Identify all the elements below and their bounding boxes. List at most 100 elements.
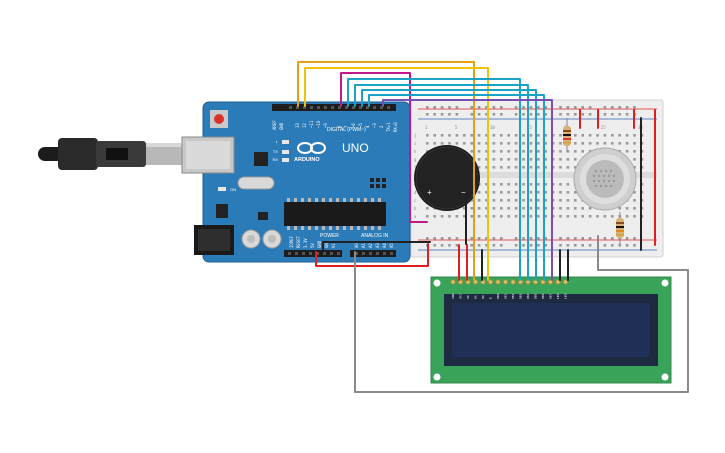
rail-hole — [529, 106, 533, 109]
rail-hole — [440, 244, 444, 247]
rail-hole — [500, 244, 503, 247]
digital-pin-label: 7 — [344, 125, 349, 128]
breadboard-hole — [500, 150, 503, 153]
rail-hole — [633, 244, 636, 247]
analog-label: ANALOG IN — [361, 233, 389, 239]
breadboard-hole — [544, 142, 547, 145]
digital-pin-label: RX◂0 — [393, 122, 398, 132]
rail-hole — [559, 244, 562, 247]
power-pin-label: RESET — [296, 235, 301, 248]
breadboard-hole — [544, 191, 547, 194]
tx-label: TX — [273, 149, 278, 154]
breadboard-hole — [500, 199, 503, 202]
breadboard-hole — [477, 166, 481, 169]
breadboard-hole — [566, 191, 570, 194]
row-letter: d — [414, 190, 417, 195]
rail-hole — [433, 237, 436, 240]
breadboard-hole — [463, 215, 466, 218]
rail-hole — [574, 237, 577, 240]
rail-hole — [477, 113, 481, 116]
breadboard-hole — [492, 150, 496, 153]
row-letter: c — [414, 198, 417, 203]
breadboard-hole — [492, 142, 496, 145]
lcd-pin — [555, 279, 561, 285]
analog-header — [350, 250, 396, 257]
digital-pin-label: ~10 — [316, 120, 321, 128]
breadboard-hole — [485, 191, 488, 194]
breadboard-hole — [507, 199, 510, 202]
breadboard-hole — [514, 142, 518, 145]
breadboard-hole — [470, 142, 473, 145]
rail-hole — [611, 244, 614, 247]
resistor-bottom — [616, 212, 624, 246]
rail-hole — [559, 106, 562, 109]
breadboard-hole — [507, 142, 510, 145]
breadboard-hole — [551, 215, 555, 218]
breadboard-hole — [514, 191, 518, 194]
rail-hole — [455, 244, 459, 247]
breadboard-hole — [566, 183, 570, 186]
breadboard-hole — [514, 158, 518, 161]
analog-pin-label: A4 — [382, 243, 387, 248]
aref-label: AREF — [272, 120, 277, 130]
breadboard-hole — [581, 207, 584, 210]
breadboard-hole — [455, 215, 459, 218]
l-label: L — [276, 139, 279, 144]
breadboard-hole — [596, 134, 599, 137]
rail-hole — [529, 237, 533, 240]
power-pin-label: Vin — [331, 240, 336, 248]
rail-hole — [537, 244, 540, 247]
breadboard-hole — [477, 207, 481, 210]
breadboard-hole — [633, 134, 636, 137]
breadboard-hole — [507, 134, 510, 137]
rail-hole — [588, 113, 592, 116]
rail-hole — [426, 106, 429, 109]
resistor-top — [563, 118, 571, 152]
breadboard-hole — [581, 215, 584, 218]
digital-pin-label: ~5 — [358, 123, 363, 128]
breadboard-hole — [581, 150, 584, 153]
breadboard-hole — [485, 199, 488, 202]
breadboard-hole — [611, 215, 614, 218]
analog-pin-label: A0 — [354, 243, 359, 248]
breadboard-hole — [544, 207, 547, 210]
rail-hole — [440, 237, 444, 240]
digital-pin-label: ~3 — [372, 123, 377, 128]
breadboard-hole — [426, 150, 429, 153]
rail-hole — [426, 237, 429, 240]
breadboard-hole — [507, 150, 510, 153]
rail-hole — [477, 237, 481, 240]
breadboard-hole — [551, 142, 555, 145]
lcd-pin — [495, 279, 501, 285]
breadboard-hole — [574, 215, 577, 218]
rail-hole — [625, 113, 629, 116]
rail-hole — [470, 244, 473, 247]
rail-hole — [544, 237, 547, 240]
breadboard-hole — [492, 191, 496, 194]
breadboard-hole — [633, 191, 636, 194]
breadboard-hole — [588, 142, 592, 145]
rail-hole — [574, 106, 577, 109]
lcd-pin-label: V0 — [466, 295, 470, 299]
rail-hole — [477, 106, 481, 109]
rail-hole — [500, 113, 503, 116]
wire-teal-3 — [361, 89, 537, 281]
breadboard-hole — [537, 134, 540, 137]
wire-teal-2 — [354, 84, 529, 281]
breadboard-hole — [559, 150, 562, 153]
rail-hole — [477, 244, 481, 247]
breadboard-hole — [440, 134, 444, 137]
lcd-pin-label: GND — [451, 293, 455, 299]
breadboard-hole — [544, 150, 547, 153]
rail-hole — [470, 237, 473, 240]
lcd-pin — [487, 279, 494, 285]
breadboard-hole — [544, 166, 547, 169]
rail-hole — [448, 244, 451, 247]
breadboard-hole — [529, 199, 533, 202]
breadboard-hole — [537, 207, 540, 210]
breadboard-hole — [537, 191, 540, 194]
lcd-pin-label: VCC — [459, 293, 463, 299]
rail-hole — [559, 113, 562, 116]
breadboard-hole — [426, 134, 429, 137]
breadboard-hole — [492, 207, 496, 210]
